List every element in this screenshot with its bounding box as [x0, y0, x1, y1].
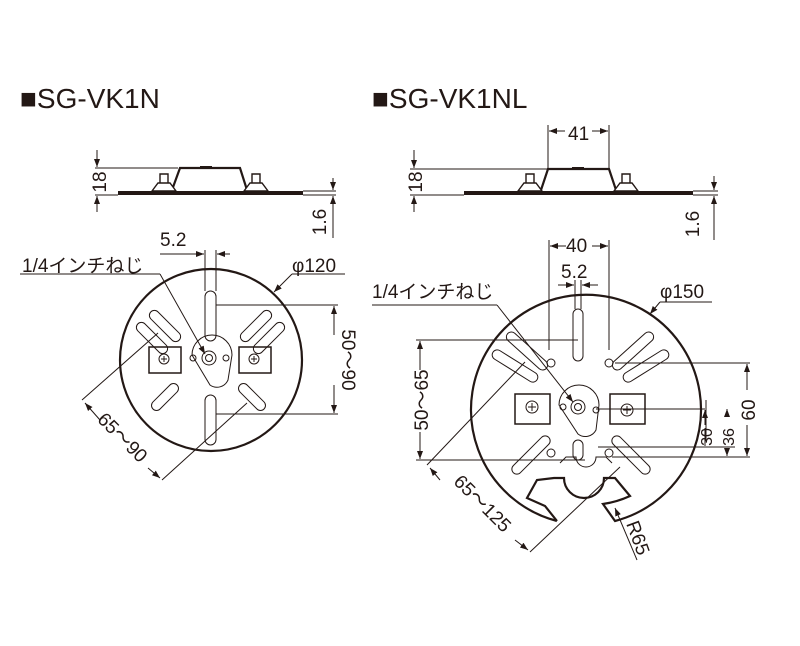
- right-radius-label: R65: [621, 518, 653, 558]
- left-title: ■SG-VK1N: [20, 83, 160, 114]
- left-vertical-pitch-label: 50〜90: [337, 329, 358, 390]
- right-bridge-width-label: 41: [568, 124, 589, 145]
- left-diameter-label: φ120: [292, 256, 336, 277]
- right-screw-label: 1/4インチねじ: [372, 282, 493, 303]
- right-dim-60-label: 60: [739, 399, 760, 420]
- right-title: ■SG-VK1NL: [372, 83, 527, 114]
- left-height-label: 18: [90, 171, 111, 192]
- right-diagonal-pitch-label: 65〜125: [449, 471, 515, 537]
- right-dim-36-label: 36: [721, 428, 738, 446]
- right-thickness-label: 1.6: [683, 211, 704, 237]
- left-side-view: [94, 150, 336, 238]
- left-top-view: [20, 250, 345, 481]
- right-slot-width-label: 5.2: [561, 262, 587, 283]
- right-side-view: [410, 125, 718, 240]
- left-slot-width-label: 5.2: [160, 230, 186, 251]
- left-thickness-label: 1.6: [310, 209, 331, 235]
- left-diagonal-pitch-label: 65〜90: [93, 409, 151, 467]
- right-vertical-pitch-label: 50〜65: [412, 369, 433, 430]
- right-height-label: 18: [406, 171, 427, 192]
- right-diameter-label: φ150: [660, 282, 704, 303]
- right-top-view: [372, 240, 750, 561]
- right-dim-30-label: 30: [699, 428, 716, 446]
- left-screw-label: 1/4インチねじ: [22, 256, 143, 277]
- right-hole-spacing-label: 40: [566, 236, 587, 257]
